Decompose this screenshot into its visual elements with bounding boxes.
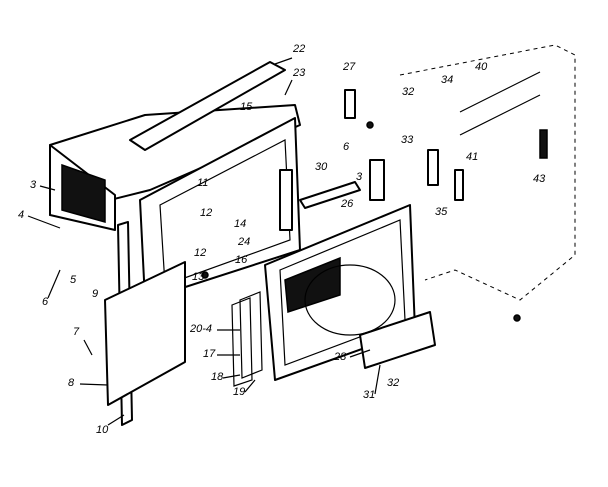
label-6b: 6	[343, 141, 350, 153]
filter-17	[239, 291, 263, 379]
label-13: 13	[192, 271, 205, 283]
screw	[201, 271, 209, 279]
screw	[366, 121, 374, 129]
part-33	[427, 149, 439, 186]
label-6: 6	[42, 296, 49, 308]
screw	[513, 314, 521, 322]
label-12b: 12	[194, 247, 206, 259]
label-34: 34	[441, 74, 453, 86]
label-9: 9	[92, 288, 98, 300]
label-26: 26	[340, 198, 354, 210]
label-28: 28	[333, 351, 347, 363]
control-panel	[359, 311, 436, 369]
label-41: 41	[466, 151, 478, 163]
label-3: 3	[30, 179, 37, 191]
label-11: 11	[197, 177, 208, 189]
label-24: 24	[237, 236, 250, 248]
label-27: 27	[342, 61, 356, 73]
kit-boundary	[399, 44, 576, 301]
label-4: 4	[18, 209, 24, 221]
label-7: 7	[73, 326, 80, 338]
label-18: 18	[211, 371, 224, 383]
label-20: 20-4	[189, 323, 212, 335]
label-22: 22	[292, 43, 305, 55]
label-12a: 12	[200, 207, 212, 219]
label-3b: 3	[356, 171, 363, 183]
label-5: 5	[70, 274, 77, 286]
rod-41	[459, 94, 541, 136]
label-30: 30	[315, 161, 328, 173]
label-16: 16	[235, 254, 248, 266]
label-40: 40	[475, 61, 488, 73]
label-43: 43	[533, 173, 546, 185]
clip-27	[344, 89, 356, 119]
label-23: 23	[292, 67, 306, 79]
label-14: 14	[234, 218, 246, 230]
part-43	[539, 129, 548, 159]
label-32: 32	[402, 86, 414, 98]
rod-40	[459, 71, 541, 113]
filter-18	[231, 297, 253, 387]
bracket-30	[369, 159, 385, 201]
part-35	[454, 169, 464, 201]
cabinet-shell	[49, 104, 301, 231]
label-8: 8	[68, 377, 75, 389]
bracket-24	[279, 169, 293, 231]
label-31: 31	[363, 389, 375, 401]
side-panel	[104, 261, 186, 406]
label-10: 10	[96, 424, 109, 436]
leader-lines	[27, 57, 381, 426]
label-19: 19	[233, 386, 245, 398]
label-35: 35	[435, 206, 448, 218]
top-rail	[129, 61, 286, 151]
label-17: 17	[203, 348, 216, 360]
label-32b: 32	[387, 377, 399, 389]
label-15: 15	[240, 101, 253, 113]
label-33: 33	[401, 134, 414, 146]
rod-26	[299, 181, 361, 209]
